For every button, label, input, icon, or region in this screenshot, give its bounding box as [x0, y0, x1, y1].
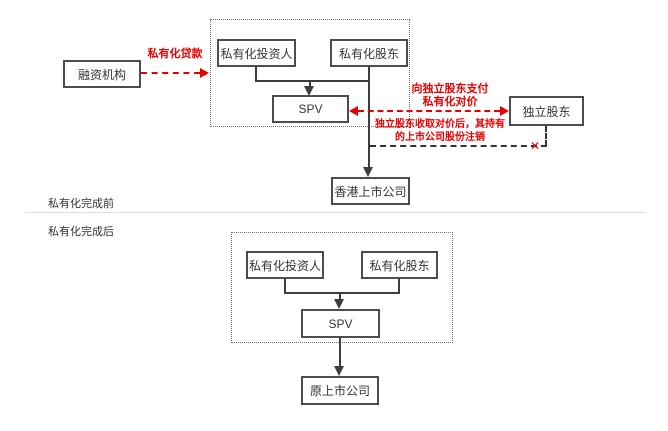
connector-horizontal-bar-before	[255, 80, 370, 82]
consideration-arrowhead-right-icon	[500, 106, 509, 116]
connector-shareholder-to-listed	[368, 67, 370, 168]
privatization-shareholder-box-after: 私有化股东	[361, 251, 438, 279]
section-label-after: 私有化完成后	[48, 226, 114, 238]
spv-arrowhead-icon-before	[304, 86, 314, 96]
cancellation-dashed-line-v	[545, 126, 547, 146]
privatization-group-container-before	[210, 19, 410, 127]
privatization-group-container-after	[231, 232, 453, 343]
loan-arrowhead-icon	[200, 68, 209, 78]
pay-consideration-label: 向独立股东支付 私有化对价	[370, 83, 530, 109]
independent-shareholder-box: 独立股东	[509, 96, 584, 126]
cancel-x-icon: ✕	[530, 139, 541, 153]
cancellation-dashed-line-h	[370, 145, 547, 147]
share-cancellation-label-line2: 的上市公司股份注销	[395, 132, 485, 143]
privatization-loan-label: 私有化贷款	[147, 48, 203, 60]
original-listed-arrowhead-icon	[334, 366, 344, 376]
connector-spv-stem-after	[339, 293, 341, 300]
connector-spv-stem-before	[309, 81, 311, 88]
connector-spv-to-listed-after	[339, 338, 341, 367]
connector-investor-down-before	[255, 67, 257, 81]
privatization-investor-box-after: 私有化投资人	[246, 251, 324, 279]
section-divider	[25, 212, 645, 213]
loan-dashed-line	[141, 72, 200, 74]
spv-arrowhead-icon-after	[334, 299, 344, 309]
spv-box-before: SPV	[272, 95, 349, 123]
share-cancellation-label: 独立股东收取对价后，其持有 的上市公司股份注销	[360, 118, 520, 144]
consideration-arrowhead-left-icon	[349, 106, 358, 116]
connector-investor-down-after	[284, 279, 286, 293]
pay-consideration-label-line1: 向独立股东支付	[411, 83, 489, 95]
listed-company-arrowhead-icon	[363, 167, 373, 177]
section-label-before: 私有化完成前	[48, 198, 114, 210]
connector-shareholder-down-after	[398, 279, 400, 293]
spv-box-after: SPV	[301, 309, 380, 338]
pay-consideration-label-line2: 私有化对价	[422, 96, 478, 108]
financing-institution-box: 融资机构	[63, 60, 141, 88]
connector-horizontal-bar-after	[284, 292, 400, 294]
privatization-shareholder-box-before: 私有化股东	[330, 39, 408, 67]
consideration-dashed-line	[358, 110, 500, 112]
original-listed-company-box: 原上市公司	[301, 376, 379, 405]
hk-listed-company-box: 香港上市公司	[331, 177, 410, 205]
share-cancellation-label-line1: 独立股东收取对价后，其持有	[375, 119, 505, 130]
privatization-investor-box-before: 私有化投资人	[217, 39, 296, 67]
